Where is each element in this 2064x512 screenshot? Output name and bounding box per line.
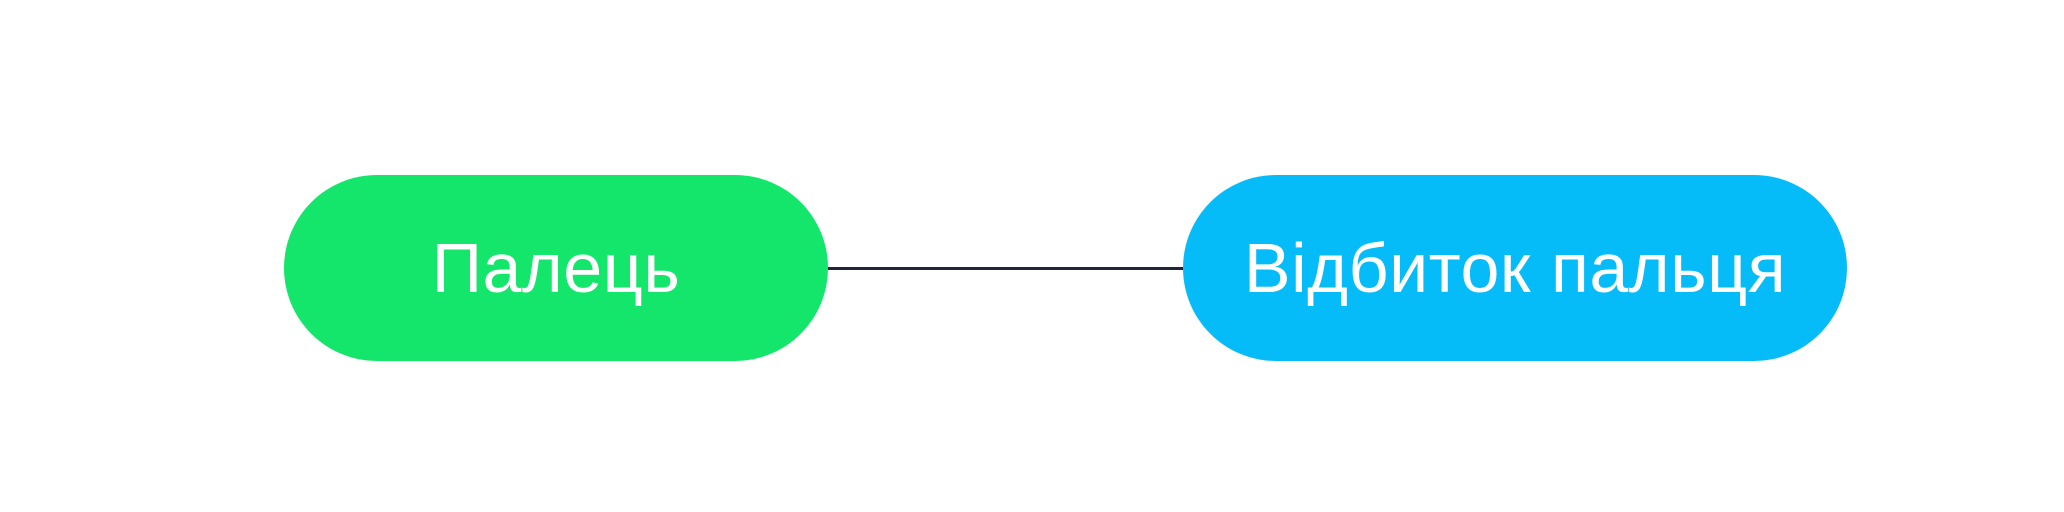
node-finger-label: Палець	[431, 229, 681, 307]
edge-connector	[828, 267, 1183, 270]
node-finger: Палець	[284, 175, 828, 361]
node-fingerprint: Відбиток пальця	[1183, 175, 1847, 361]
node-fingerprint-label: Відбиток пальця	[1243, 229, 1787, 307]
